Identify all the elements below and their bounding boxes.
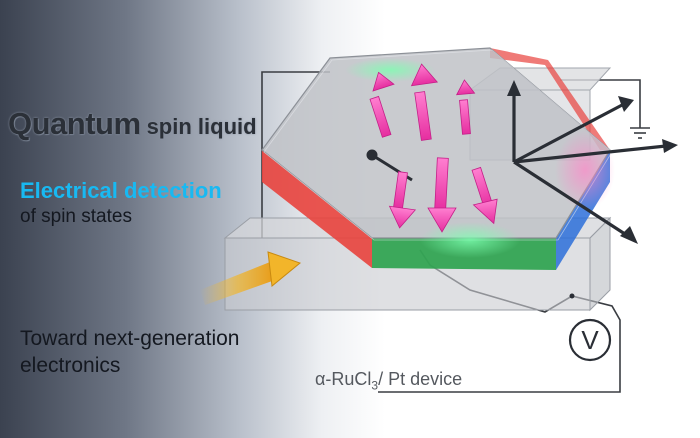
headline-strong: Quantum <box>8 106 141 141</box>
spin-arrow <box>410 63 439 141</box>
voltmeter-label: V <box>581 325 599 355</box>
outlook-line-2: electronics <box>20 354 121 377</box>
spin-arrow <box>471 166 498 225</box>
hexagonal-crystal <box>261 47 615 270</box>
crystal-top-face <box>261 47 611 239</box>
device-prefix: α-RuCl <box>315 369 372 389</box>
spin-arrow <box>388 171 417 229</box>
spin-arrow <box>455 79 476 135</box>
crystal-edge-red <box>262 150 372 268</box>
spin-arrows <box>369 63 498 233</box>
coordinate-axes <box>507 80 678 244</box>
spin-arrow <box>369 71 395 138</box>
outlook-line-1: Toward next-generation <box>20 327 240 350</box>
detection-rest: of spin states <box>20 206 132 227</box>
device-label: α-RuCl3/ Pt device <box>315 369 462 393</box>
device-subscript: 3 <box>371 378 379 393</box>
ground-symbol <box>630 127 650 139</box>
voltmeter: V <box>568 293 612 362</box>
spin-arrow <box>427 157 457 233</box>
detection-highlight: Electrical detection <box>20 178 222 203</box>
device-suffix: / Pt device <box>378 369 463 389</box>
light-beam <box>200 251 302 305</box>
headline-rest: spin liquid <box>146 114 257 139</box>
